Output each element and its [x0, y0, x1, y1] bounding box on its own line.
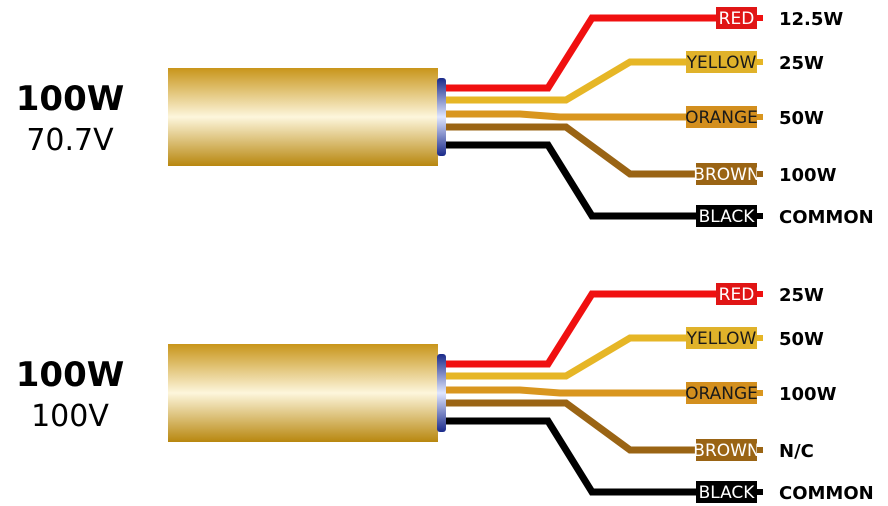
- wire-brown: [446, 399, 757, 454]
- wire-black: [446, 417, 757, 496]
- wire-label-yellow: YELLOW: [686, 329, 757, 349]
- wire-end-stub: [757, 335, 763, 341]
- wire-label-red: RED: [719, 9, 755, 29]
- wire-label-box-orange: [686, 382, 757, 404]
- tap-value-yellow: 50W: [779, 329, 824, 350]
- transformer-2: 100W 100V RED 25W YELLOW 50W ORANGE 100W BROWN N/…: [16, 283, 874, 504]
- wire-end-stub: [757, 59, 763, 65]
- tap-value-brown: N/C: [779, 441, 814, 462]
- transformer-power-label: 100W: [16, 355, 124, 395]
- wire-label-box-red: [716, 7, 757, 29]
- tap-value-red: 25W: [779, 285, 824, 306]
- wire-black: [446, 141, 757, 220]
- wire-end-stub: [757, 114, 763, 120]
- transformer-end-cap: [437, 78, 446, 156]
- wire-end-stub: [757, 291, 763, 297]
- wire-label-box-red: [716, 283, 757, 305]
- tap-value-black: COMMON: [779, 483, 874, 504]
- transformer-voltage-label: 100V: [31, 399, 109, 434]
- wire-label-box-brown: [696, 163, 757, 185]
- wire-orange: [446, 386, 757, 397]
- tap-value-black: COMMON: [779, 207, 874, 228]
- tap-value-brown: 100W: [779, 165, 837, 186]
- transformer-body: [168, 344, 438, 442]
- wire-brown: [446, 123, 757, 178]
- transformer-power-label: 100W: [16, 79, 124, 119]
- wire-end-stub: [757, 447, 763, 453]
- tap-value-yellow: 25W: [779, 53, 824, 74]
- wire-label-red: RED: [719, 285, 755, 305]
- wire-label-orange: ORANGE: [685, 384, 758, 404]
- wire-label-box-brown: [696, 439, 757, 461]
- wire-label-black: BLACK: [699, 207, 756, 227]
- transformer-body: [168, 68, 438, 166]
- tap-value-red: 12.5W: [779, 9, 843, 30]
- wire-end-stub: [757, 489, 763, 495]
- wire-label-box-orange: [686, 106, 757, 128]
- wire-label-brown: BROWN: [693, 165, 759, 185]
- wire-end-stub: [757, 213, 763, 219]
- wire-label-yellow: YELLOW: [686, 53, 757, 73]
- wire-label-box-black: [696, 205, 757, 227]
- wire-label-black: BLACK: [699, 483, 756, 503]
- transformer-end-cap: [437, 354, 446, 432]
- wire-end-stub: [757, 390, 763, 396]
- tap-value-orange: 100W: [779, 384, 837, 405]
- tap-value-orange: 50W: [779, 108, 824, 129]
- wire-label-box-yellow: [686, 327, 757, 349]
- wire-orange: [446, 110, 757, 121]
- wire-label-brown: BROWN: [693, 441, 759, 461]
- wire-label-box-yellow: [686, 51, 757, 73]
- wire-red: [446, 290, 757, 368]
- transformer-1: 100W 70.7V RED 12.5W YELLOW 25W ORANGE 50W BROWN…: [16, 7, 874, 228]
- transformer-voltage-label: 70.7V: [26, 123, 114, 158]
- wire-end-stub: [757, 171, 763, 177]
- wire-red: [446, 14, 757, 92]
- wire-end-stub: [757, 15, 763, 21]
- wire-label-orange: ORANGE: [685, 108, 758, 128]
- wire-label-box-black: [696, 481, 757, 503]
